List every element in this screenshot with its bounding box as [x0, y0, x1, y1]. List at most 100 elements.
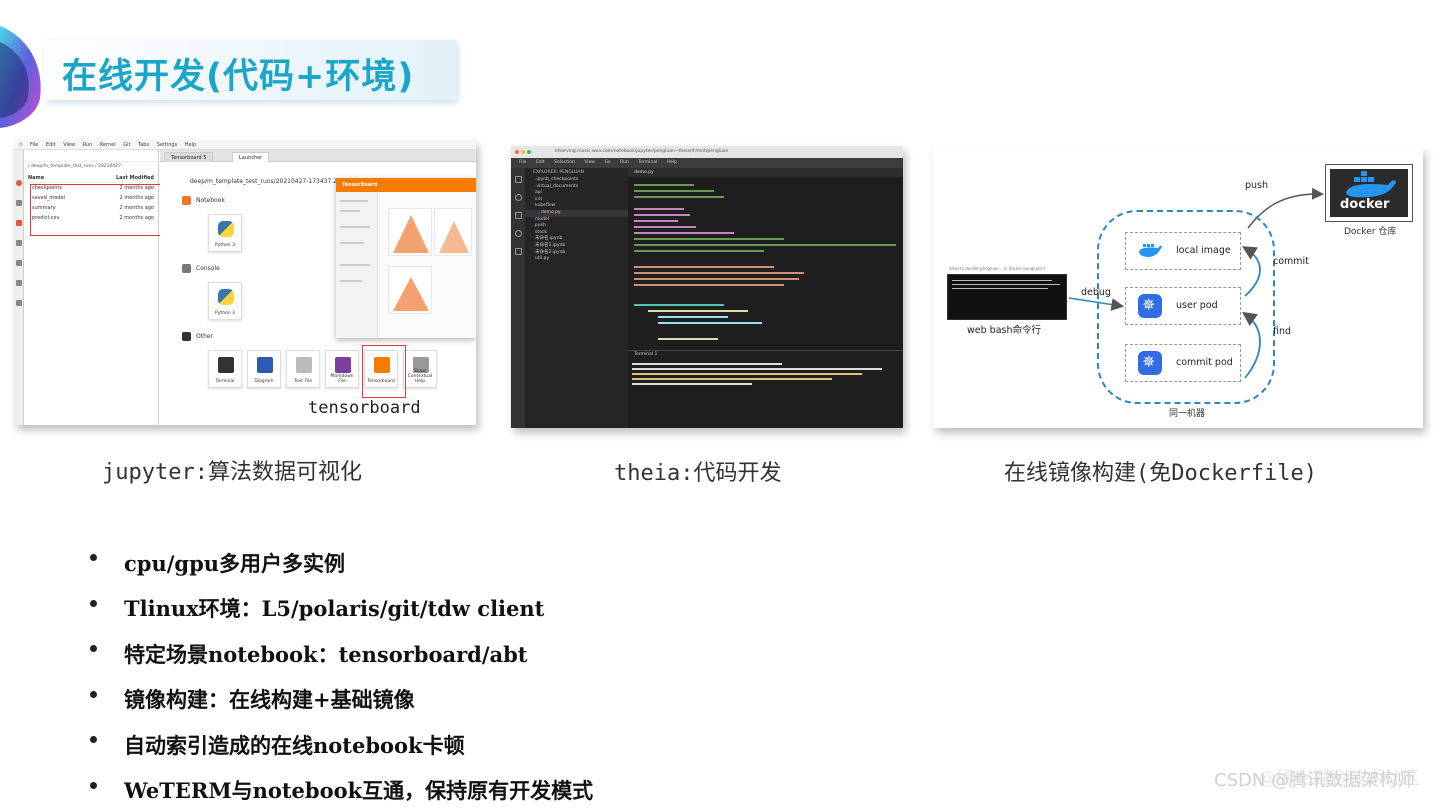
- menu-item[interactable]: Edit: [535, 160, 545, 165]
- folder-icon[interactable]: [16, 200, 22, 206]
- menu-item[interactable]: Kernel: [99, 142, 116, 148]
- tb-histogram[interactable]: [434, 208, 472, 256]
- address-url[interactable]: kfserving.music.woa.com/notebook/jupyter…: [555, 149, 729, 154]
- contextual-help-card[interactable]: Show Contextual Help: [403, 350, 437, 388]
- menu-item[interactable]: Run: [620, 160, 629, 165]
- column-modified[interactable]: Last Modified: [115, 175, 154, 181]
- diagram-icon: [257, 357, 273, 373]
- explorer-item[interactable]: init: [535, 196, 543, 202]
- breadcrumb[interactable]: / deep/m_template_test_runs / 20210427-: [28, 164, 123, 169]
- explorer-item[interactable]: util.py: [535, 256, 550, 262]
- control-line: [340, 210, 360, 212]
- logo-swirl-icon: [0, 26, 41, 128]
- explorer-item[interactable]: 未命名.ipynb: [535, 236, 563, 242]
- markdown-card[interactable]: Markdown File: [325, 350, 359, 388]
- terminal-panel[interactable]: Terminal 1: [628, 350, 903, 428]
- column-name[interactable]: Name: [28, 175, 45, 181]
- tabs-icon[interactable]: [16, 260, 22, 266]
- menu-item[interactable]: Terminal: [638, 160, 658, 165]
- docker-caption: Docker 仓库: [1344, 227, 1397, 237]
- file-modified: 2 months ago: [119, 205, 155, 211]
- file-row[interactable]: checkpoints 2 months ago: [24, 183, 158, 193]
- tab-tensorboard[interactable]: Tensorboard 5: [164, 152, 214, 162]
- minimize-dot-icon[interactable]: [521, 150, 525, 154]
- code-line: [658, 322, 762, 324]
- help-icon: [413, 357, 429, 373]
- control-line: [340, 242, 364, 244]
- debug-icon[interactable]: [515, 230, 522, 237]
- menu-item[interactable]: Edit: [45, 142, 56, 148]
- file-name: summary: [32, 205, 56, 211]
- explorer-item[interactable]: .ipynb_checkpoints: [535, 177, 579, 182]
- menu-item[interactable]: Go: [604, 160, 611, 165]
- card-label: Markdown File: [330, 374, 354, 384]
- menu-item[interactable]: Help: [666, 160, 677, 165]
- puzzle-icon[interactable]: [16, 300, 22, 306]
- extensions-icon[interactable]: [515, 248, 522, 255]
- python-icon: [218, 221, 234, 237]
- kubernetes-icon: [1138, 351, 1162, 375]
- code-line: [634, 304, 724, 306]
- terminal-tab[interactable]: Terminal 1: [634, 352, 658, 357]
- file-row[interactable]: saved_model 2 months ago: [24, 193, 158, 203]
- menu-item[interactable]: View: [63, 142, 76, 148]
- menu-item[interactable]: Settings: [156, 142, 178, 148]
- launcher-path: deep/m_template_test_runs/20210427-17343…: [190, 178, 357, 185]
- terminal-line: [632, 378, 832, 380]
- explorer-item[interactable]: push: [535, 223, 546, 229]
- close-dot-icon[interactable]: [515, 150, 519, 154]
- tab-launcher[interactable]: Launcher: [232, 152, 270, 162]
- histogram-graphic: [393, 215, 429, 253]
- file-row[interactable]: predict.csv 2 months ago: [24, 213, 158, 223]
- tensorboard-card[interactable]: Tensorboard: [364, 350, 398, 388]
- docker-whale-icon: [1346, 171, 1396, 198]
- file-row[interactable]: summary 2 months ago: [24, 203, 158, 213]
- pod-label: local image: [1176, 245, 1231, 256]
- files-icon[interactable]: [515, 176, 522, 183]
- menu-item[interactable]: File: [519, 160, 527, 165]
- explorer-item[interactable]: model: [535, 216, 550, 222]
- editor-tab[interactable]: demo.py: [628, 168, 903, 177]
- terminal-card[interactable]: Terminal: [208, 350, 242, 388]
- explorer-item[interactable]: 未命名1.ipynb: [535, 242, 566, 248]
- menu-item[interactable]: Tabs: [138, 142, 150, 148]
- explorer-item[interactable]: kubeflow: [535, 203, 556, 209]
- explorer-item-selected[interactable]: demo.py: [525, 209, 628, 217]
- search-icon[interactable]: [515, 194, 522, 201]
- explorer-item[interactable]: .virtual_documents: [535, 183, 579, 189]
- code-line: [648, 310, 748, 312]
- explorer-item[interactable]: 未命名2.ipynb: [535, 249, 566, 255]
- source-control-icon[interactable]: [515, 212, 522, 219]
- console-python3-card[interactable]: Python 3: [208, 282, 242, 320]
- code-editor[interactable]: demo.py: [628, 168, 903, 350]
- jupyter-menubar: ◔ File Edit View Run Kernel Git Tabs Set…: [14, 140, 476, 150]
- code-line: [634, 272, 804, 274]
- maximize-dot-icon[interactable]: [527, 150, 531, 154]
- explorer-item[interactable]: stock: [535, 229, 547, 235]
- tb-histogram[interactable]: [388, 266, 432, 314]
- notebook-python3-card[interactable]: Python 3: [208, 214, 242, 252]
- bullet-text: 镜像构建：在线构建+基础镜像: [124, 687, 415, 713]
- explorer-item[interactable]: api: [535, 190, 542, 196]
- menu-item[interactable]: File: [29, 142, 39, 148]
- menu-item[interactable]: Help: [184, 142, 197, 148]
- bullet-text: 自动索引造成的在线notebook卡顿: [124, 732, 465, 758]
- menu-item[interactable]: Selection: [554, 160, 575, 165]
- menu-item[interactable]: View: [584, 160, 595, 165]
- toc-icon[interactable]: [16, 280, 22, 286]
- bullet-text: cpu/gpu多用户多实例: [124, 550, 346, 576]
- git-icon[interactable]: [16, 220, 22, 226]
- tb-histogram[interactable]: [388, 208, 432, 256]
- control-line: [340, 280, 362, 282]
- pod-label: commit pod: [1176, 357, 1233, 368]
- diagram-card[interactable]: Diagram: [247, 350, 281, 388]
- text-file-card[interactable]: Text File: [286, 350, 320, 388]
- launcher: deep/m_template_test_runs/20210427-17343…: [160, 162, 476, 425]
- section-notebook: Notebook: [196, 197, 225, 204]
- extension-icon[interactable]: [16, 240, 22, 246]
- running-icon[interactable]: [16, 180, 22, 186]
- explorer-title: EXPLORER: PENGLUAN: [533, 170, 584, 175]
- caption-jupyter: jupyter:算法数据可视化: [102, 460, 362, 485]
- menu-item[interactable]: Git: [123, 142, 131, 148]
- menu-item[interactable]: Run: [82, 142, 93, 148]
